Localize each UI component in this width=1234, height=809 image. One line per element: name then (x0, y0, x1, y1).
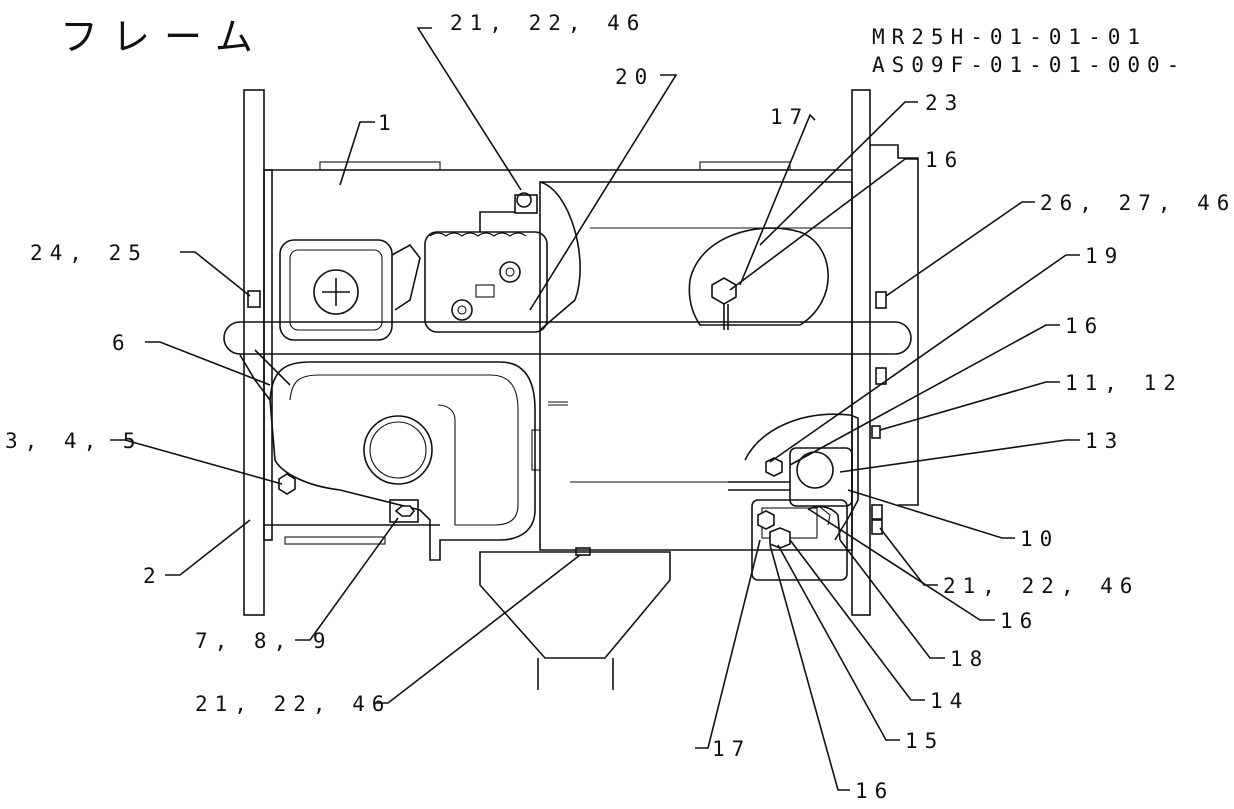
drawing-title: フレーム (60, 15, 267, 59)
callout-21-22-46-bottom: 21, 22, 46 (195, 692, 391, 716)
top-frame-beam (264, 161, 852, 171)
handle-bar (223, 321, 912, 355)
callout-14: 14 (930, 689, 969, 713)
callout-18: 18 (950, 647, 989, 671)
callout-10: 10 (1020, 527, 1059, 551)
leader-lines (110, 27, 1080, 791)
callout-16-b: 16 (1065, 314, 1104, 338)
callout-15: 15 (905, 729, 944, 753)
callout-16-c: 16 (1000, 609, 1039, 633)
right-frame-plate (851, 89, 919, 616)
callout-2: 2 (143, 564, 163, 588)
callout-21-22-46-right: 21, 22, 46 (943, 574, 1139, 598)
callout-7-8-9: 7, 8, 9 (195, 629, 333, 653)
callout-16-d: 16 (855, 779, 894, 803)
callout-11-12: 11, 12 (1065, 371, 1183, 395)
callout-20: 20 (615, 65, 654, 89)
base-plate-part-2 (264, 524, 440, 545)
callout-1: 1 (378, 111, 398, 135)
callout-24-25: 24, 25 (30, 241, 148, 265)
callout-17-bottom: 17 (712, 737, 751, 761)
callout-19: 19 (1085, 244, 1124, 268)
callout-13: 13 (1085, 429, 1124, 453)
engine-assembly (279, 192, 548, 341)
filter-assembly (728, 413, 859, 581)
callout-6: 6 (112, 331, 132, 355)
cap-part-23 (688, 227, 829, 330)
callout-21-22-46-top: 21, 22, 46 (450, 11, 646, 35)
callout-23: 23 (925, 91, 964, 115)
callout-16-a: 16 (925, 148, 964, 172)
callout-26-27-46: 26, 27, 46 (1040, 191, 1234, 215)
fuel-tank-part-6 (239, 349, 536, 561)
model-code: MR25H-01-01-01 (872, 25, 1147, 49)
assembly-code: AS09F-01-01-000- (872, 53, 1186, 77)
bolt-markers (247, 290, 887, 556)
callout-17-top: 17 (770, 105, 809, 129)
tank-part-20 (531, 181, 853, 551)
callout-labels: 21, 22, 46 20 1 17 23 16 26, 27, 46 24, … (5, 11, 1234, 803)
exhaust-chute (479, 551, 671, 690)
callout-3-4-5: 3, 4, 5 (5, 429, 143, 453)
